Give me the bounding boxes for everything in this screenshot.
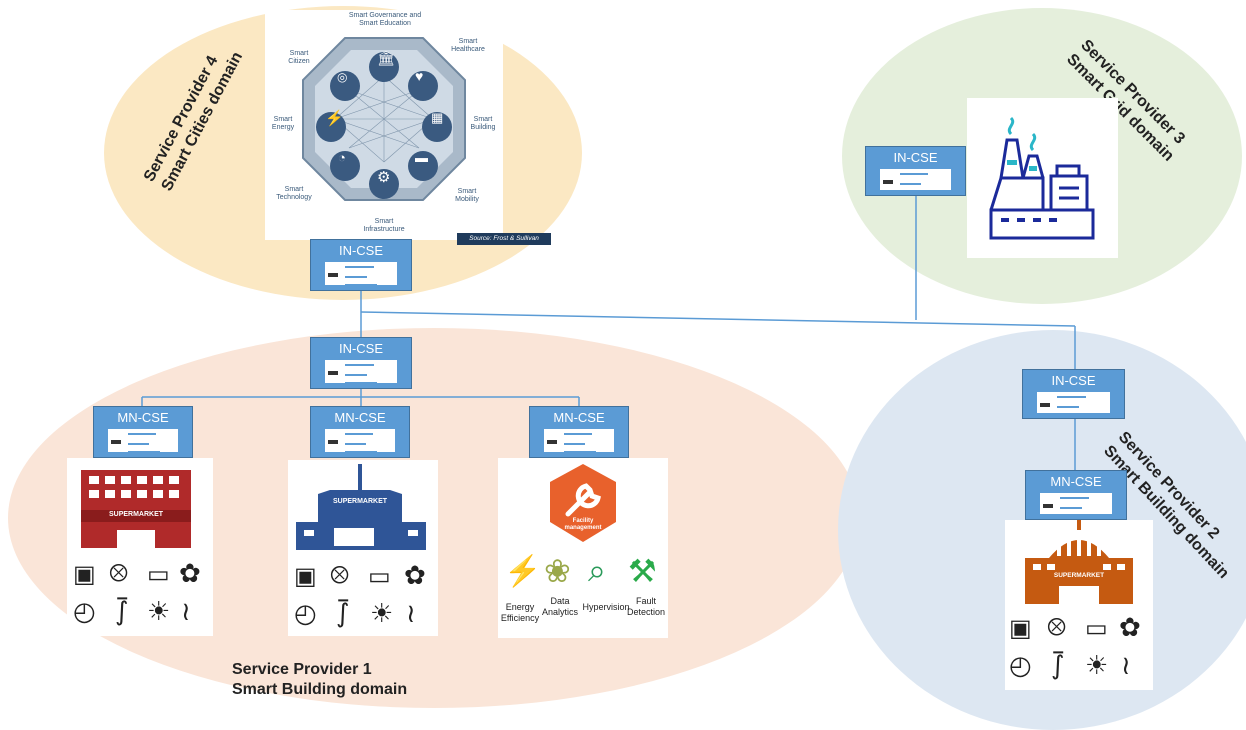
smart-city-panel: 🏛 ♥ ▦ ▬ ⚙ ◔ ⚡ ◎ Smart Governance and Sma… — [265, 10, 503, 240]
energy-plug-icon: ⚡ — [504, 555, 542, 588]
cse-label: IN-CSE — [338, 243, 384, 258]
lightning-icon: ⚡ — [325, 110, 344, 127]
fault-tools-icon: ⚒ — [628, 553, 657, 589]
fan-icon: ✿ — [1119, 612, 1141, 642]
data-brain-icon: ❀ — [544, 553, 571, 589]
gear-icon: ⚙ — [377, 169, 391, 186]
mn-cse-sp1-a[interactable]: MN-CSE — [93, 406, 193, 458]
camera-icon: ▭ — [1085, 615, 1108, 642]
facility-item-hypervision: Hypervision — [582, 602, 630, 612]
label-technology: Smart Technology — [276, 186, 312, 201]
wifi-icon: ◔ — [338, 150, 346, 165]
panel-icon: ▣ — [294, 563, 317, 590]
cse-thumbnail — [1040, 493, 1112, 517]
label-building: Smart Building — [470, 116, 496, 131]
governance-icon: 🏛 — [377, 50, 395, 66]
thermometer-icon: ⨛ — [115, 596, 129, 626]
supermarket-orange-building — [1025, 520, 1133, 604]
facility-item-energy: Energy Efficiency — [500, 602, 540, 623]
label-mobility: Smart Mobility — [455, 188, 479, 203]
bulb-icon: ☀ — [1085, 650, 1109, 680]
sensor-icons-2: ▣ ⮾ ▭ ✿ ◴ ⨛ ☀ ≀ — [292, 560, 434, 636]
supermarket-red-sign: SUPERMARKET — [108, 511, 164, 518]
heating-icon: ≀ — [406, 598, 416, 628]
in-cse-sp4[interactable]: IN-CSE — [310, 239, 412, 291]
supermarket-blue-panel: SUPERMARKET ▣ ⮾ ▭ ✿ ◴ ⨛ ☀ ≀ — [288, 460, 438, 636]
smart-city-octagon — [302, 37, 466, 201]
sp1-label-line2: Smart Building domain — [232, 681, 408, 698]
label-energy: Smart Energy — [271, 116, 295, 131]
cse-thumbnail — [108, 429, 178, 453]
panel-icon: ▣ — [1009, 615, 1032, 642]
heating-icon: ≀ — [1121, 650, 1131, 680]
thermometer-icon: ⨛ — [336, 598, 350, 628]
cse-thumbnail — [880, 169, 951, 193]
cse-label: MN-CSE — [1050, 474, 1102, 489]
label-citizen: Smart Citizen — [288, 50, 310, 65]
mn-cse-sp1-b[interactable]: MN-CSE — [310, 406, 410, 458]
heating-icon: ≀ — [181, 596, 191, 626]
cse-thumbnail — [1037, 392, 1110, 416]
meter-icon: ◴ — [1009, 650, 1032, 680]
supermarket-blue-sign: SUPERMARKET — [332, 498, 388, 505]
cse-thumbnail — [544, 429, 614, 453]
sensor-icons-3: ▣ ⮾ ▭ ✿ ◴ ⨛ ☀ ≀ — [1007, 612, 1151, 688]
cse-thumbnail — [325, 262, 397, 286]
panel-icon: ▣ — [73, 561, 96, 588]
bicycle-icon: ◎ — [337, 70, 348, 84]
bulb-icon: ☀ — [370, 598, 394, 628]
cse-label: IN-CSE — [1051, 373, 1096, 388]
supermarket-orange-panel: SUPERMARKET ▣ ⮾ ▭ ✿ ◴ ⨛ ☀ ≀ — [1005, 520, 1153, 690]
car-icon: ▬ — [415, 150, 428, 165]
sensor-icons-1: ▣ ⮾ ▭ ✿ ◴ ⨛ ☀ ≀ — [71, 558, 209, 634]
facility-badge-label: Facility management — [564, 518, 602, 531]
source-caption: Source: Frost & Sullivan — [457, 233, 551, 245]
cse-label: IN-CSE — [338, 341, 384, 356]
power-plant-panel — [967, 98, 1118, 258]
facility-panel: Facility management ⚡ ❀ ⌕ ⚒ Energy Effic… — [498, 458, 668, 638]
sp1-label: Service Provider 1 Smart Building domain — [232, 660, 407, 700]
supermarket-red-building — [81, 470, 191, 548]
power-plant-icon — [989, 116, 1095, 240]
meter-icon: ◴ — [73, 596, 96, 626]
facility-item-fault: Fault Detection — [626, 596, 666, 617]
supermarket-orange-sign: SUPERMARKET — [1053, 572, 1105, 579]
camera-icon: ▭ — [368, 563, 391, 590]
cse-thumbnail — [325, 360, 397, 384]
cse-label: MN-CSE — [334, 410, 386, 425]
fan-icon: ✿ — [179, 558, 201, 588]
fan-icon: ✿ — [404, 560, 426, 590]
cse-label: MN-CSE — [117, 410, 169, 425]
label-governance: Smart Governance and Smart Education — [348, 12, 422, 27]
camera-icon: ▭ — [147, 561, 170, 588]
supermarket-red-panel: SUPERMARKET ▣ ⮾ ▭ ✿ ◴ ⨛ ☀ ≀ — [67, 458, 213, 636]
faucet-icon: ⮾ — [330, 562, 349, 589]
mn-cse-sp2[interactable]: MN-CSE — [1025, 470, 1127, 520]
in-cse-sp1[interactable]: IN-CSE — [310, 337, 412, 389]
thermometer-icon: ⨛ — [1051, 650, 1065, 680]
building-icon: ▦ — [431, 110, 444, 125]
in-cse-sp2[interactable]: IN-CSE — [1022, 369, 1125, 419]
connector-lines — [141, 194, 1076, 470]
hypervision-icon: ⌕ — [588, 552, 606, 588]
label-infrastructure: Smart Infrastructure — [363, 218, 405, 233]
mn-cse-sp1-c[interactable]: MN-CSE — [529, 406, 629, 458]
facility-item-data: Data Analytics — [541, 596, 578, 617]
in-cse-sp3[interactable]: IN-CSE — [865, 146, 966, 196]
facility-badge — [550, 464, 616, 542]
supermarket-blue-building — [296, 464, 426, 550]
meter-icon: ◴ — [294, 598, 317, 628]
label-healthcare: Smart Healthcare — [451, 38, 485, 53]
cse-label: MN-CSE — [553, 410, 605, 425]
faucet-icon: ⮾ — [1047, 614, 1066, 641]
sp1-label-line1: Service Provider 1 — [232, 661, 372, 678]
cse-thumbnail — [325, 429, 395, 453]
bulb-icon: ☀ — [147, 596, 171, 626]
cse-label: IN-CSE — [893, 150, 938, 165]
heart-icon: ♥ — [415, 68, 424, 84]
faucet-icon: ⮾ — [109, 560, 128, 587]
